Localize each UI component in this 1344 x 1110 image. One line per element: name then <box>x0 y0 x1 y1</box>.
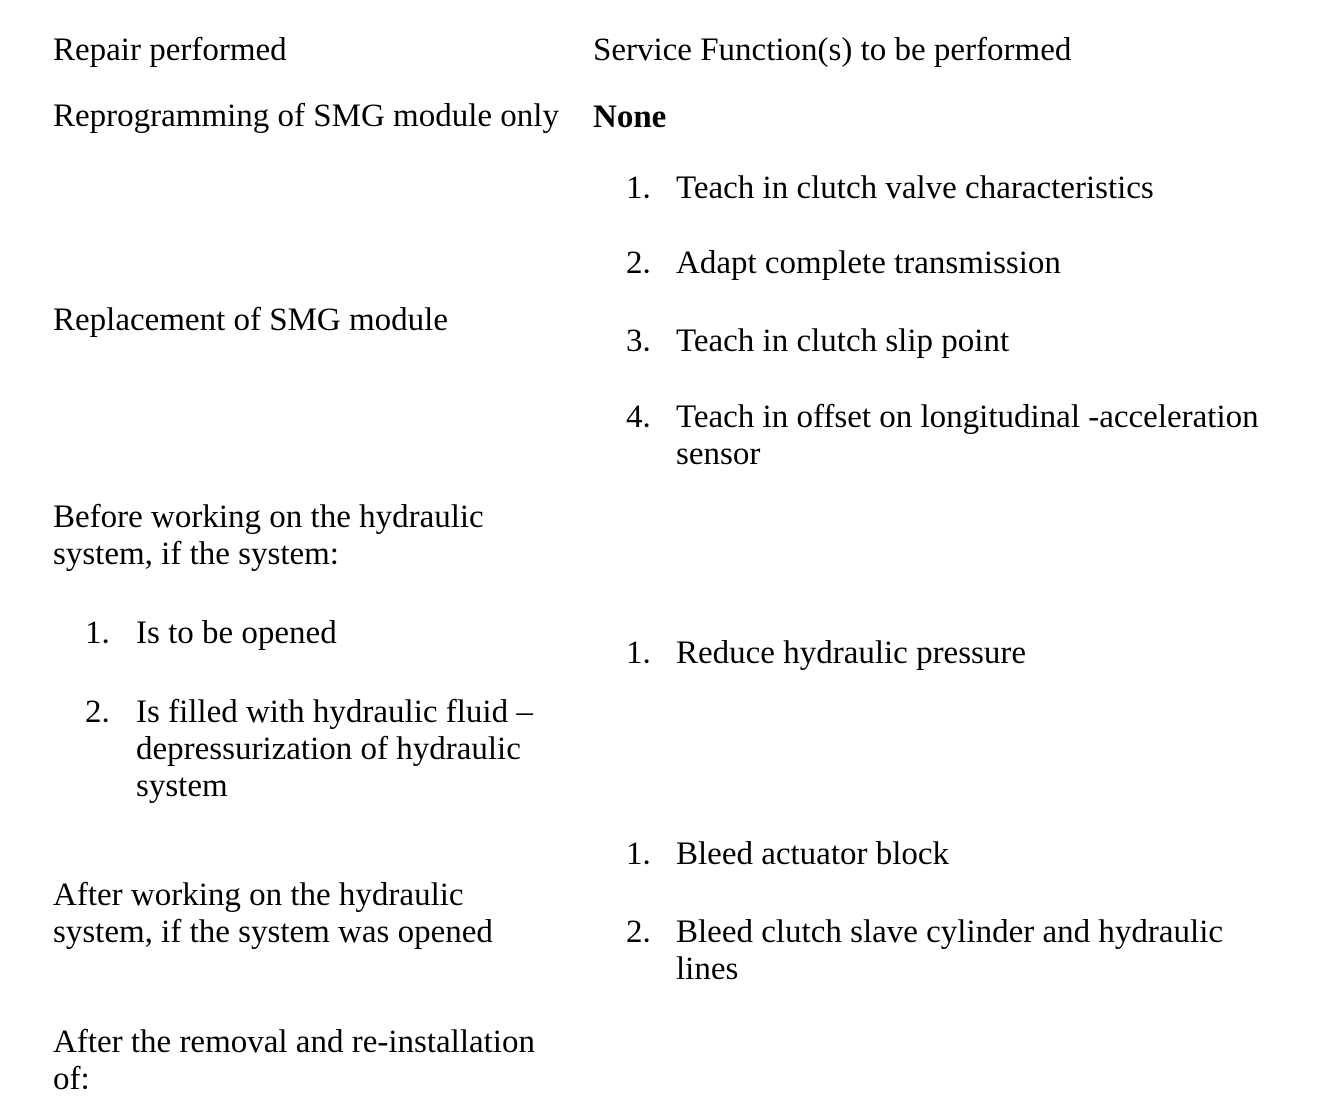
list-item-text: Adapt complete transmission <box>676 245 1061 281</box>
list-item-text: Teach in clutch slip point <box>676 323 1010 359</box>
repair-description-line: system, if the system was opened <box>53 914 493 950</box>
list-item-text: Is filled with hydraulic fluid – <box>136 694 533 730</box>
list-item-text: Reduce hydraulic pressure <box>676 635 1027 671</box>
list-item-text: Bleed actuator block <box>676 836 950 872</box>
column-header-service: Service Function(s) to be performed <box>593 32 1072 68</box>
list-item-text: depressurization of hydraulic <box>136 731 521 767</box>
repair-description-line: system, if the system: <box>53 536 339 572</box>
list-item-number: 1. <box>626 836 651 872</box>
repair-description-line: Before working on the hydraulic <box>53 499 484 535</box>
list-item-number: 2. <box>626 245 651 281</box>
list-item-text: Is to be opened <box>136 615 337 651</box>
repair-description-line: Reprogramming of SMG module only <box>53 98 559 134</box>
list-item-text: sensor <box>676 436 761 472</box>
list-item-number: 1. <box>85 615 110 651</box>
list-item-number: 2. <box>626 914 651 950</box>
repair-description-line: Replacement of SMG module <box>53 302 449 338</box>
list-item-number: 4. <box>626 399 651 435</box>
list-item-number: 3. <box>626 323 651 359</box>
column-header-repair: Repair performed <box>53 32 287 68</box>
repair-description-line: of: <box>53 1061 90 1097</box>
list-item-text: Bleed clutch slave cylinder and hydrauli… <box>676 914 1224 950</box>
list-item-text: system <box>136 768 228 804</box>
list-item-text: Teach in clutch valve characteristics <box>676 170 1154 206</box>
list-item-number: 1. <box>626 170 651 206</box>
list-item-number: 1. <box>626 635 651 671</box>
list-item-text: Teach in offset on longitudinal -acceler… <box>676 399 1259 435</box>
repair-description-line: After the removal and re-installation <box>53 1024 535 1060</box>
list-item-number: 2. <box>85 694 110 730</box>
service-none-value: None <box>593 99 667 135</box>
list-item-text: lines <box>676 951 739 987</box>
repair-description-line: After working on the hydraulic <box>53 877 464 913</box>
